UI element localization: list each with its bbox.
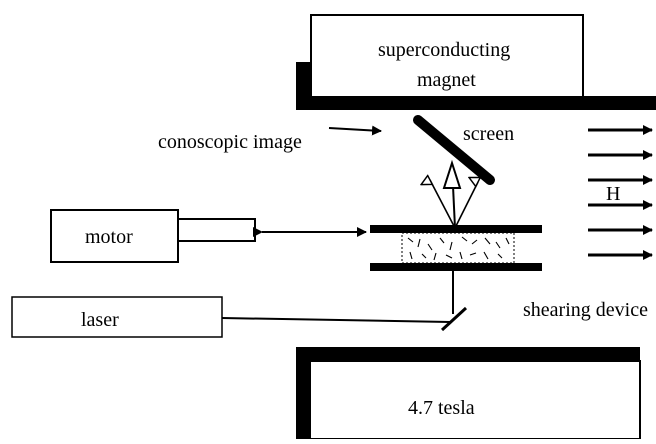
motor-label: motor bbox=[85, 226, 133, 248]
conoscopic-image-label: conoscopic image bbox=[158, 131, 302, 153]
laser-body bbox=[11, 296, 223, 338]
magnet-label-line2: magnet bbox=[417, 69, 476, 91]
motor-body bbox=[50, 209, 179, 263]
field-label-h: H bbox=[606, 183, 620, 205]
upper-magnet: superconducting magnet bbox=[296, 14, 656, 110]
lower-magnet-pole-bar bbox=[296, 347, 640, 361]
motor: motor bbox=[50, 209, 256, 263]
shear-plate-bottom bbox=[370, 263, 542, 271]
laser-mirror bbox=[440, 306, 468, 332]
laser-label: laser bbox=[81, 309, 119, 331]
field-strength-label: 4.7 tesla bbox=[408, 397, 475, 419]
lower-magnet-side-bar bbox=[296, 347, 310, 439]
conoscopic-image-arrow bbox=[328, 125, 382, 136]
upper-magnet-pole-bar bbox=[296, 96, 656, 110]
shearing-device-label: shearing device bbox=[523, 299, 648, 321]
laser: laser bbox=[11, 271, 468, 338]
shearing-device: shearing device bbox=[370, 225, 648, 321]
screen-label: screen bbox=[463, 123, 514, 145]
magnet-label-line1: superconducting bbox=[378, 39, 510, 61]
upper-magnet-body bbox=[310, 14, 584, 103]
light-ray-left bbox=[430, 180, 456, 229]
motor-shaft bbox=[177, 218, 256, 242]
sample-molecules bbox=[407, 236, 510, 261]
shear-plate-top bbox=[370, 225, 542, 233]
lower-magnet: 4.7 tesla bbox=[296, 347, 641, 440]
magnetic-field-arrows: H bbox=[588, 125, 653, 260]
liquid-crystal-sample bbox=[401, 232, 515, 264]
light-ray-right bbox=[454, 182, 478, 229]
screen-plate bbox=[413, 115, 495, 185]
lower-magnet-body bbox=[309, 360, 641, 440]
light-ray-center-head bbox=[442, 159, 462, 189]
light-rays bbox=[430, 159, 478, 229]
laser-beam-horizontal bbox=[221, 317, 451, 323]
